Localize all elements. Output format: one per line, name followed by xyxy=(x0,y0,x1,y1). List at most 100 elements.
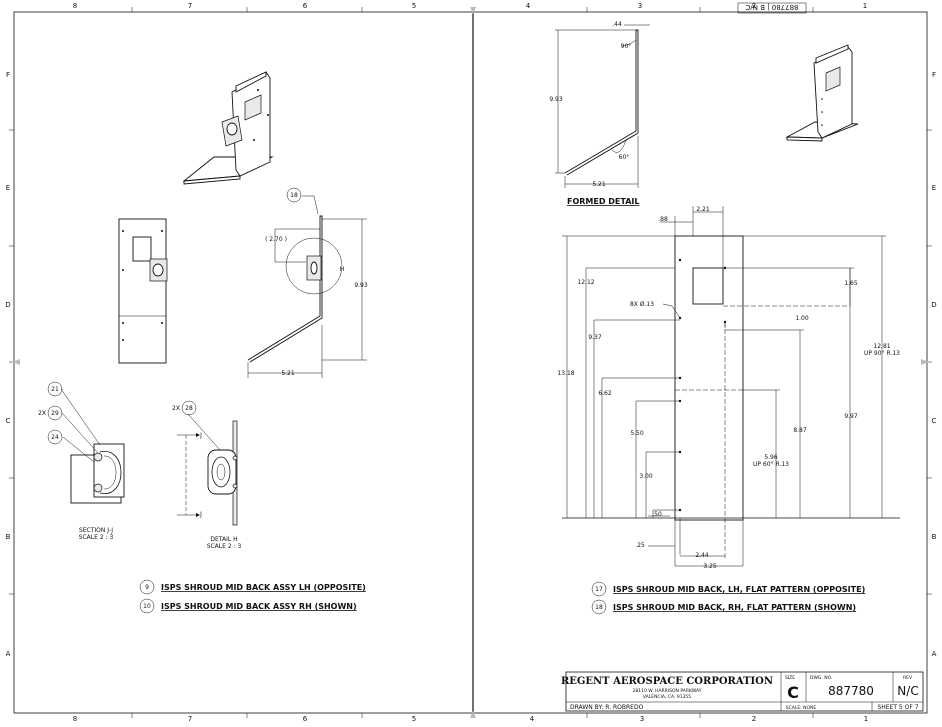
flat-dim-1-00: 1.00 xyxy=(795,315,809,322)
title-assy-lh: ISPS SHROUD MID BACK ASSY LH (OPPOSITE) xyxy=(161,583,366,592)
flat-dim-12-12: 12.12 xyxy=(577,279,594,286)
formed-dim-90: 90° xyxy=(621,43,632,50)
dim-5-21-left: 5.21 xyxy=(281,370,295,377)
detail-h-label: DETAIL H xyxy=(210,536,237,543)
zone-left-a: A xyxy=(6,650,11,658)
flat-dim-6-62: 6.62 xyxy=(598,390,612,397)
size-value: C xyxy=(787,683,799,702)
title-balloon-9 xyxy=(139,579,155,595)
flat-dim-8-87: 8.87 xyxy=(793,427,807,434)
zone-top-7: 7 xyxy=(188,2,192,10)
flat-dim-13-18: 13.18 xyxy=(557,370,574,377)
balloon-24 xyxy=(47,429,63,445)
flat-dim-up-60: UP 60° R.13 xyxy=(753,461,789,468)
center-mark-left xyxy=(12,359,20,365)
detail-h-scale: SCALE 2 : 3 xyxy=(207,543,242,550)
drawn-by: DRAWN BY: R. ROBREDO xyxy=(570,704,644,711)
balloon-24-label: 24 xyxy=(51,434,59,441)
formed-dim-9-93: 9.93 xyxy=(549,96,563,103)
qty-2x-29: 2X xyxy=(38,410,46,417)
zone-right-f: F xyxy=(932,71,936,79)
zone-right-a: A xyxy=(932,650,937,658)
zone-bottom-6: 6 xyxy=(303,715,308,723)
title-block xyxy=(565,671,924,712)
company-name: REGENT AEROSPACE CORPORATION xyxy=(561,676,773,687)
qty-2x-28: 2X xyxy=(172,405,180,412)
side-profile-view xyxy=(247,195,367,378)
flat-dim-88: .88 xyxy=(658,216,668,223)
dim-2-70: ( 2.70 ) xyxy=(265,236,287,243)
title-balloon-18 xyxy=(591,599,607,615)
zone-left-b: B xyxy=(6,533,11,541)
title-balloon-10-label: 10 xyxy=(143,603,151,610)
formed-detail-title: FORMED DETAIL xyxy=(567,197,639,206)
zone-bottom-5: 5 xyxy=(412,715,416,723)
section-j-j-scale: SCALE 2 : 3 xyxy=(79,534,114,541)
rev-label: REV xyxy=(903,675,913,681)
sheet-number: SHEET 5 OF 7 xyxy=(877,704,918,711)
flat-dim-12-81: 12.81 xyxy=(873,343,890,350)
balloon-18-left xyxy=(286,187,302,203)
zone-right-c: C xyxy=(932,417,937,425)
zone-right-e: E xyxy=(932,184,936,192)
upside-down-stamp: 887780 | B N/C xyxy=(737,2,807,14)
flat-pattern-view xyxy=(562,206,900,567)
formed-dim-5-21: 5.21 xyxy=(592,181,606,188)
title-balloon-9-label: 9 xyxy=(145,584,149,591)
rev-value: N/C xyxy=(897,684,918,698)
front-view xyxy=(118,218,168,364)
zone-right-d: D xyxy=(931,301,936,309)
center-mark-right xyxy=(921,359,929,365)
formed-dim-60: 60° xyxy=(619,154,630,161)
zone-left-d: D xyxy=(5,301,10,309)
title-assy-rh: ISPS SHROUD MID BACK ASSY RH (SHOWN) xyxy=(161,602,357,611)
balloon-21-label: 21 xyxy=(51,386,59,393)
zone-top-6: 6 xyxy=(303,2,308,10)
scale-note: SCALE: NONE xyxy=(786,705,817,711)
flat-dim-25: .25 xyxy=(635,542,645,549)
zone-top-1: 1 xyxy=(863,2,867,10)
flat-dim-3-25: 3.25 xyxy=(703,563,717,570)
title-balloon-17 xyxy=(591,581,607,597)
flat-dim-5-96: 5.96 xyxy=(764,454,778,461)
flat-dim-2-44: 2.44 xyxy=(695,552,709,559)
zone-left-e: E xyxy=(6,184,10,192)
zone-top-4: 4 xyxy=(526,2,531,10)
flat-dim-9-37: 9.37 xyxy=(588,334,602,341)
dwg-number: 887780 xyxy=(828,684,874,698)
flat-dim-50: .50 xyxy=(652,511,662,518)
zone-bottom-8: 8 xyxy=(73,715,77,723)
company-address-1: 28110 W. HARRISON PARKWAY xyxy=(633,688,702,694)
zone-bottom-2: 2 xyxy=(752,715,756,723)
balloon-29 xyxy=(47,405,63,421)
zone-top-5: 5 xyxy=(412,2,416,10)
zone-bottom-4: 4 xyxy=(530,715,535,723)
balloon-29-label: 29 xyxy=(51,410,59,417)
flat-dim-up-90: UP 90° R.13 xyxy=(864,350,900,357)
flat-dim-3-00: 3.00 xyxy=(639,473,653,480)
isometric-part-view xyxy=(785,44,859,142)
dwg-label: DWG. NO. xyxy=(810,675,832,681)
isometric-assembly-view xyxy=(182,71,274,185)
detail-letter-h: H xyxy=(340,266,345,273)
flat-dim-1-65: 1.65 xyxy=(844,280,858,287)
zone-left-c: C xyxy=(6,417,11,425)
flat-dim-9-97: 9.97 xyxy=(844,413,858,420)
balloon-28-label: 28 xyxy=(185,405,193,412)
balloon-21 xyxy=(47,381,63,397)
detail-h-view xyxy=(177,413,238,526)
zone-right-b: B xyxy=(932,533,937,541)
zone-top-3: 3 xyxy=(638,2,642,10)
formed-detail-view xyxy=(555,24,650,188)
flat-dim-2-21: 2.21 xyxy=(696,206,710,213)
zone-left-f: F xyxy=(6,71,10,79)
dim-9-93-left: 9.93 xyxy=(354,282,368,289)
zone-bottom-3: 3 xyxy=(640,715,644,723)
center-mark-bottom xyxy=(470,711,476,718)
title-flat-rh: ISPS SHROUD MID BACK, RH, FLAT PATTERN (… xyxy=(613,603,856,612)
title-flat-lh: ISPS SHROUD MID BACK, LH, FLAT PATTERN (… xyxy=(613,585,865,594)
formed-dim-44: .44 xyxy=(612,21,622,28)
title-balloon-10 xyxy=(139,598,155,614)
zone-bottom-1: 1 xyxy=(864,715,868,723)
size-label: SIZE xyxy=(785,675,795,681)
